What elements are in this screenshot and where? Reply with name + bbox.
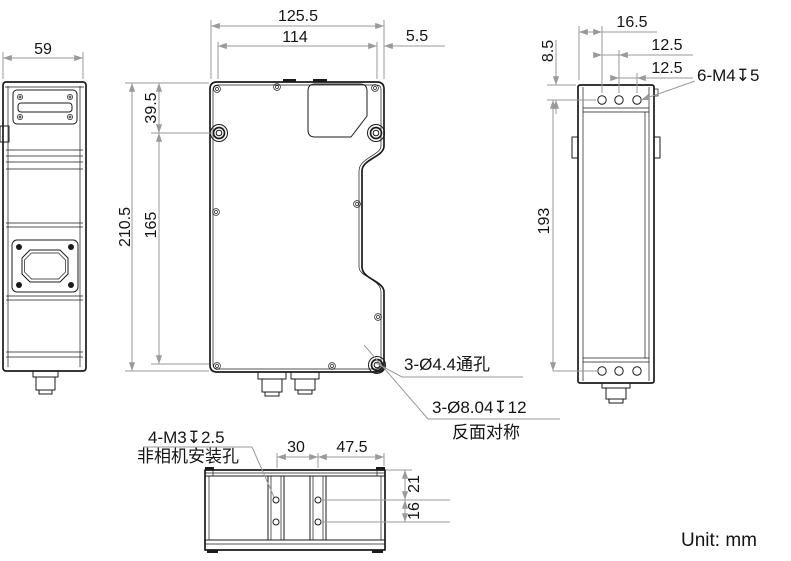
dim-right-edge-to-hole: 16.5: [616, 14, 647, 31]
note-counterbore: 3-Ø8.04↧12: [432, 398, 527, 417]
right-view-right-tab: [653, 136, 661, 159]
unit-label: Unit: mm: [681, 530, 757, 551]
note-through-hole: 3-Ø4.4通孔: [404, 355, 490, 374]
note-bottom-tapped-hole: 4-M3↧2.5: [148, 428, 225, 447]
bottom-view: 30 47.5 21 16 4-M3↧2.5 非相机安装孔: [137, 428, 450, 553]
note-right-tapped-hole: 6-M4↧5: [697, 66, 759, 85]
left-view-connector: [32, 370, 59, 395]
dim-right-hole-row-span: 193: [536, 208, 553, 235]
left-view-lower-window: [11, 239, 79, 293]
front-view-window: [307, 83, 368, 138]
dim-front-top-to-hole: 39.5: [143, 92, 160, 123]
front-view-connectors: [257, 371, 320, 397]
dim-front-overall-height: 210.5: [117, 207, 134, 247]
dim-front-overall-width: 125.5: [278, 8, 318, 25]
left-side-view: 59: [0, 41, 87, 395]
dim-front-hole-span: 165: [143, 212, 160, 239]
note-non-camera-hole: 非相机安装孔: [137, 447, 239, 466]
front-view-screws: [212, 83, 382, 370]
left-view-slot: [17, 102, 73, 113]
dim-right-hole-pitch-b: 12.5: [651, 60, 682, 77]
dim-front-inner-width: 114: [282, 29, 308, 46]
left-view-top-plate: [12, 89, 78, 125]
dim-right-hole-pitch-a: 12.5: [651, 37, 682, 54]
bottom-view-groove-bands: [267, 476, 327, 540]
right-view-bottom-holes: [597, 366, 642, 376]
dim-left-width: 59: [34, 41, 52, 58]
bottom-view-tapped-holes: [272, 496, 322, 526]
left-view-plate-screws: [17, 94, 73, 120]
right-view-left-tab: [571, 136, 579, 159]
right-view-connector: [601, 382, 631, 404]
right-view-top-holes: [597, 95, 642, 105]
dim-bottom-edge-to-hole: 21: [406, 475, 423, 493]
dim-bottom-slot-pitch: 30: [287, 439, 305, 456]
front-view: 125.5 114 5.5 210.5 39.5 165 3-Ø4.4通孔 3-…: [117, 8, 560, 442]
right-side-view: 16.5 12.5 12.5 8.5 193 6-M4↧5: [536, 14, 759, 404]
dim-bottom-slot-to-edge: 47.5: [336, 439, 367, 456]
note-mirror-symmetric: 反面对称: [452, 423, 520, 442]
dim-front-edge-offset: 5.5: [406, 28, 428, 45]
dim-right-top-to-hole: 8.5: [540, 40, 557, 62]
dim-bottom-hole-pitch: 16: [406, 502, 423, 520]
left-view-side-tab: [0, 125, 10, 143]
